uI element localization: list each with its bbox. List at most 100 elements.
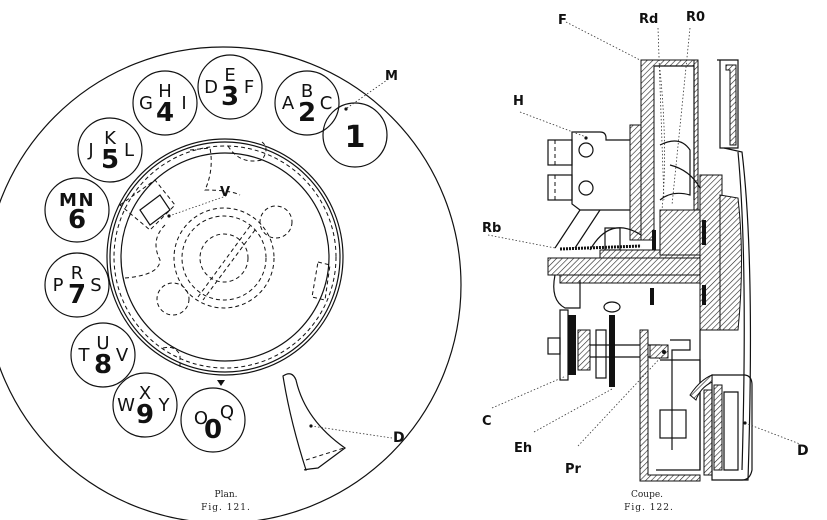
finger-hole-digit: 6 <box>68 205 86 235</box>
mechanism-plate <box>120 152 330 362</box>
finger-hole-letter: E <box>224 65 235 86</box>
label-pr: Pr <box>565 462 582 477</box>
finger-hole-letter: H <box>158 81 172 102</box>
finger-hole-digit: 3 <box>221 82 239 112</box>
finger-plate-inner-ring <box>106 138 344 376</box>
finger-plate-curve <box>659 69 665 211</box>
finger-hole-letter: K <box>104 128 117 149</box>
finger-hole-letter: T <box>78 345 91 366</box>
finger-hole-letter: W <box>117 395 135 416</box>
label-rb: Rb <box>482 221 501 236</box>
leader-rd <box>657 27 665 201</box>
finger-hole-letter: C <box>320 93 333 114</box>
hub-upper <box>659 209 701 256</box>
finger-hole-digit: 7 <box>68 280 86 310</box>
label-eh: Eh <box>514 441 532 456</box>
finger-hole-letter: J <box>87 140 93 161</box>
finger-hole-letter: D <box>204 77 218 98</box>
finger-hole-digit: 1 <box>345 120 366 155</box>
leader-f <box>565 21 641 61</box>
finger-hole-letter: L <box>124 140 134 161</box>
finger-hole-circle <box>77 117 143 183</box>
finger-plate-inner <box>654 65 695 200</box>
finger-hole-letter: A <box>282 93 295 114</box>
finger-hole-letter: X <box>139 383 151 404</box>
finger-hole-1: 1 <box>322 102 388 168</box>
finger-stop-section <box>711 374 753 481</box>
leader-d-section <box>744 422 801 445</box>
stop-marker <box>217 380 225 386</box>
leader-rb <box>487 234 556 249</box>
shaft-collar-bottom <box>559 274 721 284</box>
finger-hole-letter: I <box>181 93 186 114</box>
spring-rb <box>559 244 642 251</box>
finger-hole-letter: Q <box>220 402 234 423</box>
finger-plate-dashed-ring <box>113 145 337 369</box>
finger-hole-letter: R <box>71 263 84 284</box>
finger-hole-digit: 0 <box>204 415 222 445</box>
finger-hole-letter: P <box>53 275 64 296</box>
hub-cap <box>719 194 742 331</box>
finger-hole-digit: 8 <box>94 350 112 380</box>
finger-hole-digit: 4 <box>156 98 174 128</box>
finger-hole-letter: O <box>194 408 208 429</box>
leader-r0 <box>671 27 691 206</box>
finger-hole-letter: V <box>116 345 129 366</box>
caption-fig-122: Fig. 122. <box>624 503 674 513</box>
caption-section-view: Coupe. <box>631 490 663 500</box>
finger-hole-circle <box>197 54 263 120</box>
pivot-pr <box>649 344 669 359</box>
caption-fig-121: Fig. 121. <box>201 503 251 513</box>
wheel-c <box>568 315 576 375</box>
caption-plan-view: Plan. <box>215 490 238 500</box>
finger-hole-circle <box>322 102 388 168</box>
outer-cover <box>717 59 739 149</box>
label-h: H <box>513 94 524 109</box>
bracket-plate <box>629 124 642 241</box>
impulse-cam <box>659 140 691 201</box>
label-d-plan: D <box>393 430 405 446</box>
outer-cover-rib <box>725 64 737 146</box>
front-plate <box>723 147 752 481</box>
front-plate-inner <box>737 151 745 471</box>
finger-hole-digit: 2 <box>298 98 316 128</box>
finger-hole-circle <box>274 70 340 136</box>
finger-hole-digit: 9 <box>136 400 154 430</box>
finger-hole-letter: S <box>90 275 101 296</box>
lower-housing <box>639 329 701 482</box>
leader-h <box>519 111 587 138</box>
dial-outer-rim <box>0 46 462 520</box>
label-v: V <box>220 185 230 200</box>
screw-head <box>603 301 621 313</box>
finger-hole-digit: 5 <box>101 145 119 175</box>
leader-m <box>346 77 391 109</box>
finger-hole-circle <box>132 70 198 136</box>
finger-hole-circle <box>70 322 136 388</box>
leader-d-plan <box>310 425 393 439</box>
spring-housing <box>589 227 642 251</box>
finger-hole-circle <box>180 387 246 453</box>
finger-hole-letter: M <box>59 190 77 211</box>
lower-frame <box>656 359 701 471</box>
leader-eh <box>533 388 613 433</box>
finger-hole-letter: N <box>78 190 93 211</box>
finger-plate-inner-ring-2 <box>109 141 341 373</box>
leader-v <box>168 195 227 217</box>
finger-hole-letter: U <box>96 333 109 354</box>
label-r0: R0 <box>686 10 705 25</box>
finger-hole-circle <box>44 177 110 243</box>
leader-pr <box>577 353 665 447</box>
label-rd: Rd <box>639 12 658 27</box>
lower-arm <box>553 274 581 309</box>
finger-hole-letter: G <box>139 93 153 114</box>
finger-stop <box>282 373 347 471</box>
bracket-h <box>571 131 636 211</box>
